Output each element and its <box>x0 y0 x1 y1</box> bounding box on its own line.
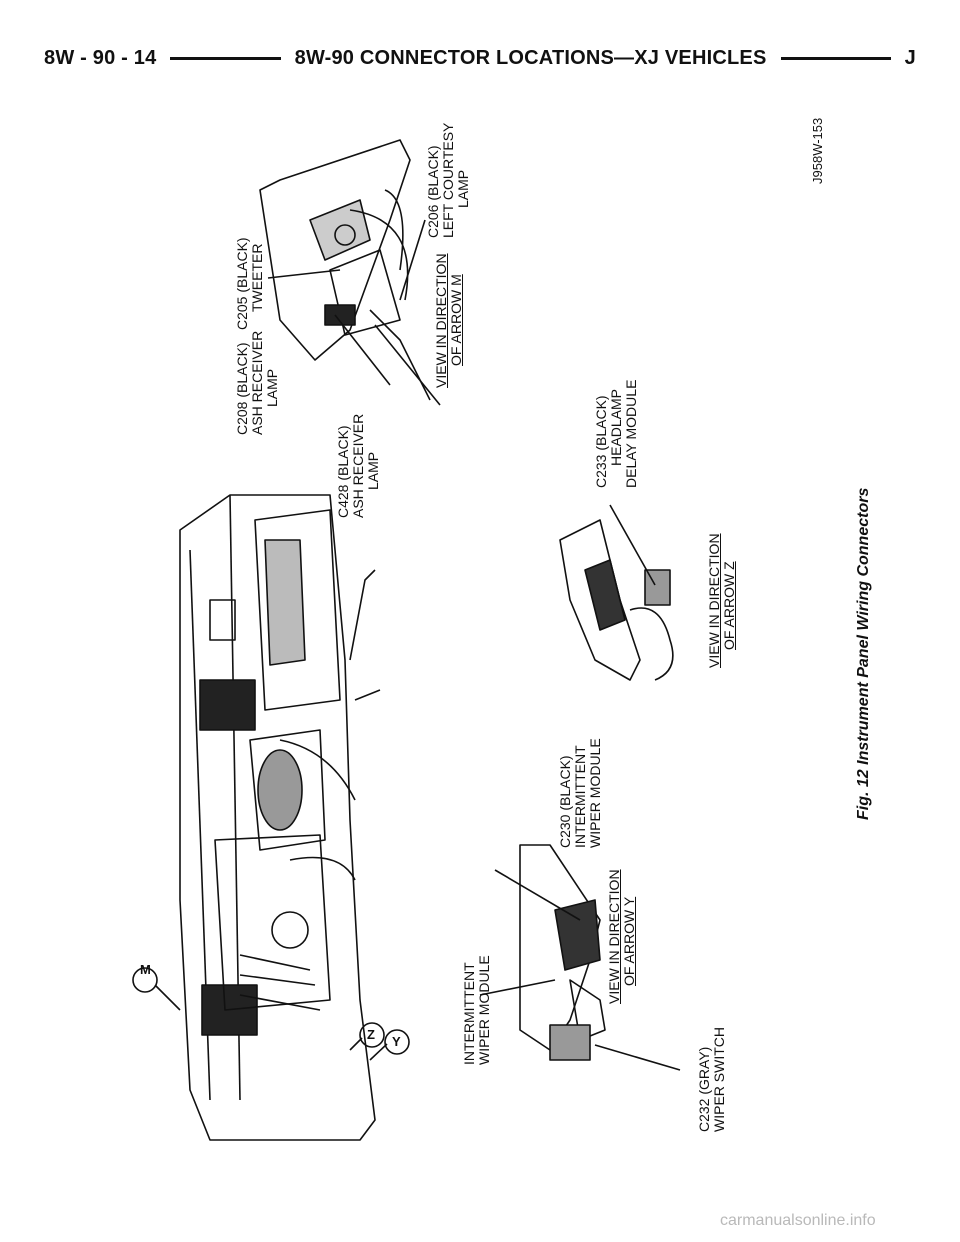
label-c233: C233 (BLACK) HEADLAMP DELAY MODULE <box>593 379 639 488</box>
header-rule-left <box>170 56 281 60</box>
header-rule-right <box>780 56 891 60</box>
label-c208: C208 (BLACK) ASH RECEIVER LAMP <box>234 330 280 435</box>
arrow-label-y: Y <box>392 1034 401 1049</box>
view-y-illustration <box>519 844 606 1061</box>
wiring-diagram <box>132 139 681 1141</box>
label-intermittent-wiper: INTERMITTENT WIPER MODULE <box>461 955 492 1065</box>
figure-code: J958W-153 <box>810 117 825 184</box>
arrow-markers <box>132 967 410 1061</box>
label-view-m: VIEW IN DIRECTION OF ARROW M <box>433 253 464 388</box>
label-c206: C206 (BLACK) LEFT COURTESY LAMP <box>425 122 471 238</box>
label-c205: C205 (BLACK) TWEETER <box>234 237 265 330</box>
label-view-z: VIEW IN DIRECTION OF ARROW Z <box>706 533 737 668</box>
instrument-panel-illustration <box>179 494 381 1141</box>
page-number: 8W - 90 - 14 <box>44 46 157 69</box>
view-m-illustration <box>259 139 431 401</box>
label-c232: C232 (GRAY) WIPER SWITCH <box>696 1027 727 1132</box>
label-c428: C428 (BLACK) ASH RECEIVER LAMP <box>335 413 381 518</box>
page-header: 8W - 90 - 14 8W-90 CONNECTOR LOCATIONS—X… <box>44 38 916 78</box>
watermark: carmanualsonline.info <box>720 1212 876 1229</box>
leader-lines <box>267 219 681 1071</box>
figure-caption: Fig. 12 Instrument Panel Wiring Connecto… <box>855 487 872 820</box>
label-c230: C230 (BLACK) INTERMITTENT WIPER MODULE <box>557 738 603 848</box>
label-view-y: VIEW IN DIRECTION OF ARROW Y <box>606 869 637 1004</box>
view-z-illustration <box>559 519 674 681</box>
section-title: 8W-90 CONNECTOR LOCATIONS—XJ VEHICLES <box>294 46 767 69</box>
arrow-label-m: M <box>140 962 151 977</box>
vehicle-code: J <box>904 46 916 69</box>
arrow-label-z: Z <box>367 1027 375 1042</box>
